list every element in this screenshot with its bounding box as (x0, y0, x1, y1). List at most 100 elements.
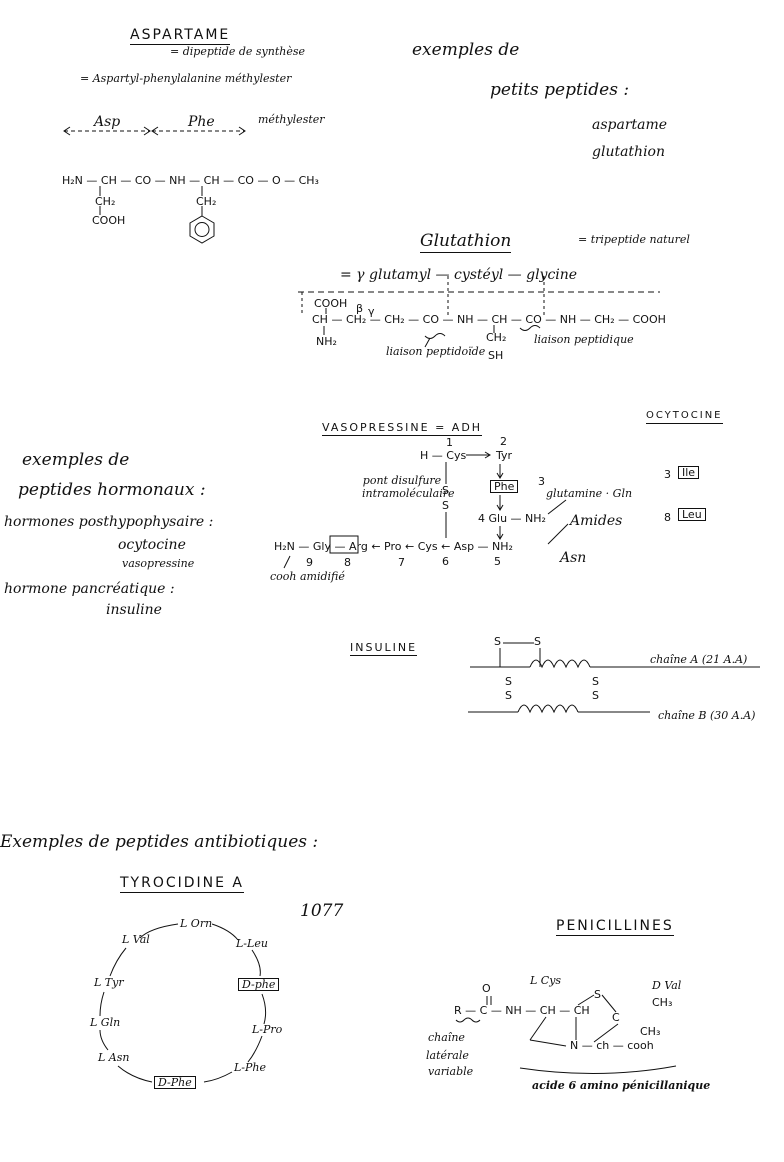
examples-small-line2: petits peptides : (490, 80, 630, 100)
benzene-circle (194, 222, 210, 237)
peni-o: O (482, 982, 491, 995)
tyro-arrow-dphe-pro (261, 993, 267, 1025)
tyro-orn: L Orn (180, 917, 213, 930)
vaso-amides-pointer (547, 523, 569, 545)
tyro-arrow-tyr-val (109, 947, 127, 977)
vaso-arrowhead-4 (496, 533, 504, 540)
phe-arrow-head-right (238, 126, 246, 136)
glutathion-sh: SH (488, 349, 504, 362)
tyro-dphe-1: D-phe (238, 978, 280, 991)
aspartame-definition-name: = Aspartyl-phenylalanine méthylester (80, 72, 292, 85)
vaso-n6: 6 (442, 555, 449, 568)
aspartame-ch2-right: CH₂ (196, 195, 217, 208)
liaison-peptidique-brace (519, 325, 541, 331)
liaison-peptidoide-label: liaison peptidoïde (386, 345, 486, 358)
penicillines-title: PENICILLINES (556, 918, 674, 936)
vaso-asn: Asn (560, 550, 587, 566)
glutathion-cooh: COOH (314, 297, 348, 310)
tyro-arrow-pro-phe (247, 1035, 263, 1063)
aspartame-ch2-left: CH₂ (95, 195, 116, 208)
peni-chaine-2: latérale (426, 1049, 469, 1062)
peni-c: C (612, 1011, 620, 1024)
peni-ring-top-1 (577, 994, 595, 1006)
ocytocine-title: OCYTOCINE (646, 411, 723, 424)
benzene-ring-icon (189, 215, 215, 244)
insuline-s-mid2: S (505, 689, 512, 702)
vaso-h-cys: H — Cys (420, 449, 467, 462)
insuline-chain-b-helix (517, 704, 579, 714)
insuline-s-top1: S (494, 635, 501, 648)
ocytocine-n3: 3 (664, 468, 671, 481)
methylester-label: méthylester (258, 113, 325, 126)
peni-ring-right (593, 1023, 619, 1043)
vaso-glu: 4 Glu — NH₂ (478, 512, 546, 525)
ocytocine-ile: Ile (678, 466, 700, 479)
tyrocidine-code: 1077 (300, 901, 344, 921)
peni-acide: acide 6 amino pénicillanique (532, 1079, 711, 1092)
aspartame-title: ASPARTAME (130, 27, 231, 45)
insuline-title: INSULINE (350, 641, 418, 656)
insuline-s-mid1: S (505, 675, 512, 688)
vaso-s1: S (442, 484, 449, 497)
vaso-arrowhead-2 (496, 472, 504, 479)
tyro-arrow-asn-gln (99, 1029, 109, 1051)
vaso-glutamine-pointer (547, 499, 567, 515)
aspartame-formula: H₂N — CH — CO — NH — CH — CO — O — CH₃ (62, 174, 319, 187)
liaison-peptidique-label: liaison peptidique (534, 333, 634, 346)
vaso-n3: 3 (538, 475, 545, 488)
vasopressine-title: VASOPRESSINE = ADH (322, 421, 483, 436)
peni-ch3-a: CH₃ (652, 996, 673, 1009)
vaso-cooh-pointer (283, 555, 291, 569)
aspartame-cooh: COOH (92, 214, 126, 227)
vaso-n7: 7 (398, 556, 405, 569)
glutathion-ch2: CH₂ (486, 331, 507, 344)
peni-chaine-1: chaîne (428, 1031, 465, 1044)
hormones-pancreatique: hormone pancréatique : (4, 581, 175, 597)
examples-small-glutathion: glutathion (592, 144, 665, 160)
asp-label: Asp (94, 114, 121, 130)
peni-n-cooh: N — ch — cooh (570, 1039, 654, 1052)
vaso-n9: 9 (306, 556, 313, 569)
peni-side-chain-brace (455, 1017, 481, 1023)
examples-small-aspartame: aspartame (592, 117, 668, 133)
tyro-leu: L-Leu (236, 937, 268, 950)
peni-main: R — C — NH — CH — CH (454, 1004, 590, 1017)
vaso-amides: Amides (570, 513, 623, 529)
glutathion-natural: = tripeptide naturel (578, 233, 690, 246)
hormones-line2: peptides hormonaux : (18, 480, 206, 500)
vaso-s2: S (442, 499, 449, 512)
insuline-chain-a-helix (529, 659, 591, 669)
glut-peptidoide-pointer (424, 337, 431, 348)
vaso-arg-box (329, 535, 359, 554)
tyro-dphe-2: D-Phe (154, 1076, 196, 1089)
tyro-asn: L Asn (98, 1051, 130, 1064)
vaso-arrowhead-3 (496, 504, 504, 511)
asp-arrow-head-left (63, 126, 71, 136)
glutathion-composition: = γ glutamyl — cystéyl — glycine (340, 267, 578, 283)
liaison-peptidoide-brace (424, 333, 446, 339)
tyro-val: L Val (122, 933, 150, 946)
peni-acid-brace (519, 1065, 677, 1075)
ocytocine-n8: 8 (664, 511, 671, 524)
vaso-pont-disulfure: pont disulfure intramoléculaire (362, 474, 455, 501)
tyro-arrow-phe-dphe (203, 1071, 233, 1083)
tyro-pro: L-Pro (252, 1023, 283, 1036)
vaso-n8: 8 (344, 556, 351, 569)
peni-chaine-3: variable (428, 1065, 474, 1078)
vaso-tyr: Tyr (496, 449, 513, 462)
hormones-posthypophysaire: hormones posthypophysaire : (4, 514, 214, 530)
ocytocine-leu: Leu (678, 508, 706, 521)
insuline-s-top2: S (534, 635, 541, 648)
insuline-chain-a: chaîne A (21 A.A) (650, 653, 748, 666)
vaso-left-chain: H₂N — Gly — Arg ← Pro ← Cys ← Asp — NH₂ (274, 540, 513, 553)
vaso-n5: 5 (494, 555, 501, 568)
glutathion-gamma: γ (368, 305, 375, 318)
tyro-arrow-orn-val (139, 923, 179, 939)
glutathion-nh2: NH₂ (316, 335, 337, 348)
vaso-n1: 1 (446, 436, 453, 449)
insuline-s-right1: S (592, 675, 599, 688)
peni-beta-lactam-1 (529, 1016, 547, 1041)
insuline-s-right2: S (592, 689, 599, 702)
